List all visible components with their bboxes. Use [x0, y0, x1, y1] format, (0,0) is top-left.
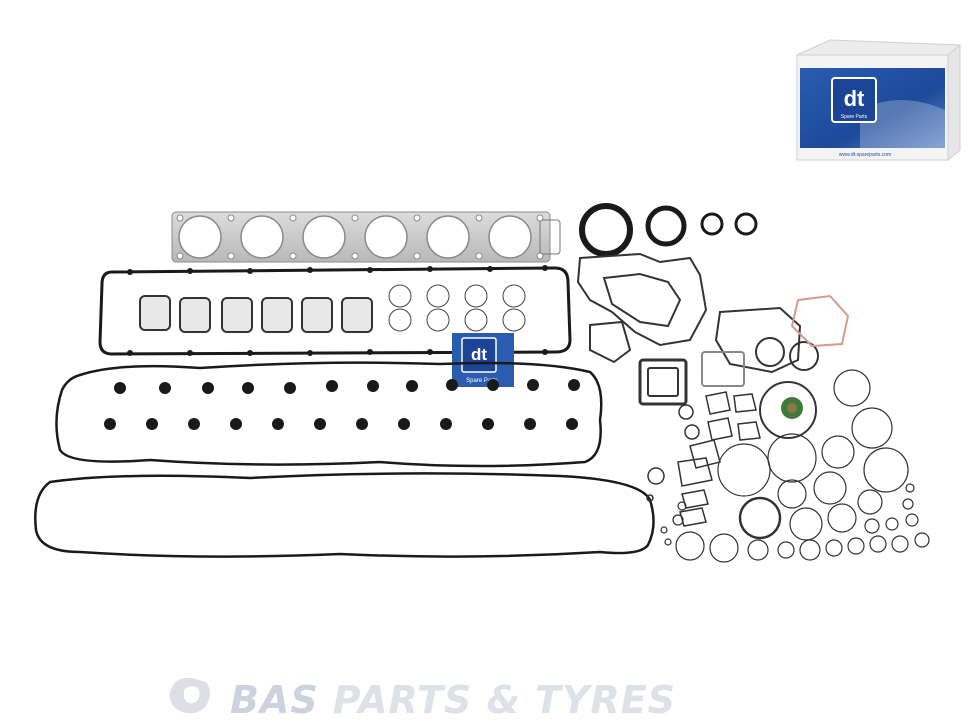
valve-cover-gasket-lower	[55, 361, 603, 468]
center-badge-tagline: Spare Parts	[466, 378, 498, 384]
timing-cover-gasket	[576, 252, 708, 347]
product-box: dt Spare Parts www.dt-spareparts.com	[796, 39, 962, 162]
misc-gaskets	[589, 294, 850, 406]
box-logo-badge	[831, 77, 877, 123]
valve-stem-seals	[104, 379, 580, 430]
watermark: BAS PARTS & TYRES	[160, 672, 840, 728]
oil-pan-gasket	[34, 472, 655, 558]
box-logo-text: dt	[844, 86, 865, 111]
assorted-o-rings	[660, 369, 930, 563]
watermark-icon	[169, 677, 210, 714]
manifold-gaskets	[139, 295, 373, 333]
crankshaft-seals	[579, 203, 758, 257]
cylinder-head-gasket	[171, 211, 561, 263]
box-tagline: Spare Parts	[841, 114, 868, 120]
watermark-rest: PARTS & TYRES	[332, 678, 676, 722]
small-gaskets-column	[646, 391, 761, 527]
center-badge-logo-text: dt	[471, 345, 487, 364]
watermark-brand: BAS	[230, 678, 319, 722]
water-pump-seal	[759, 381, 817, 439]
small-o-rings-grid	[388, 284, 526, 332]
center-dt-badge: dt Spare Parts	[452, 333, 514, 387]
box-website: www.dt-spareparts.com	[839, 152, 891, 158]
